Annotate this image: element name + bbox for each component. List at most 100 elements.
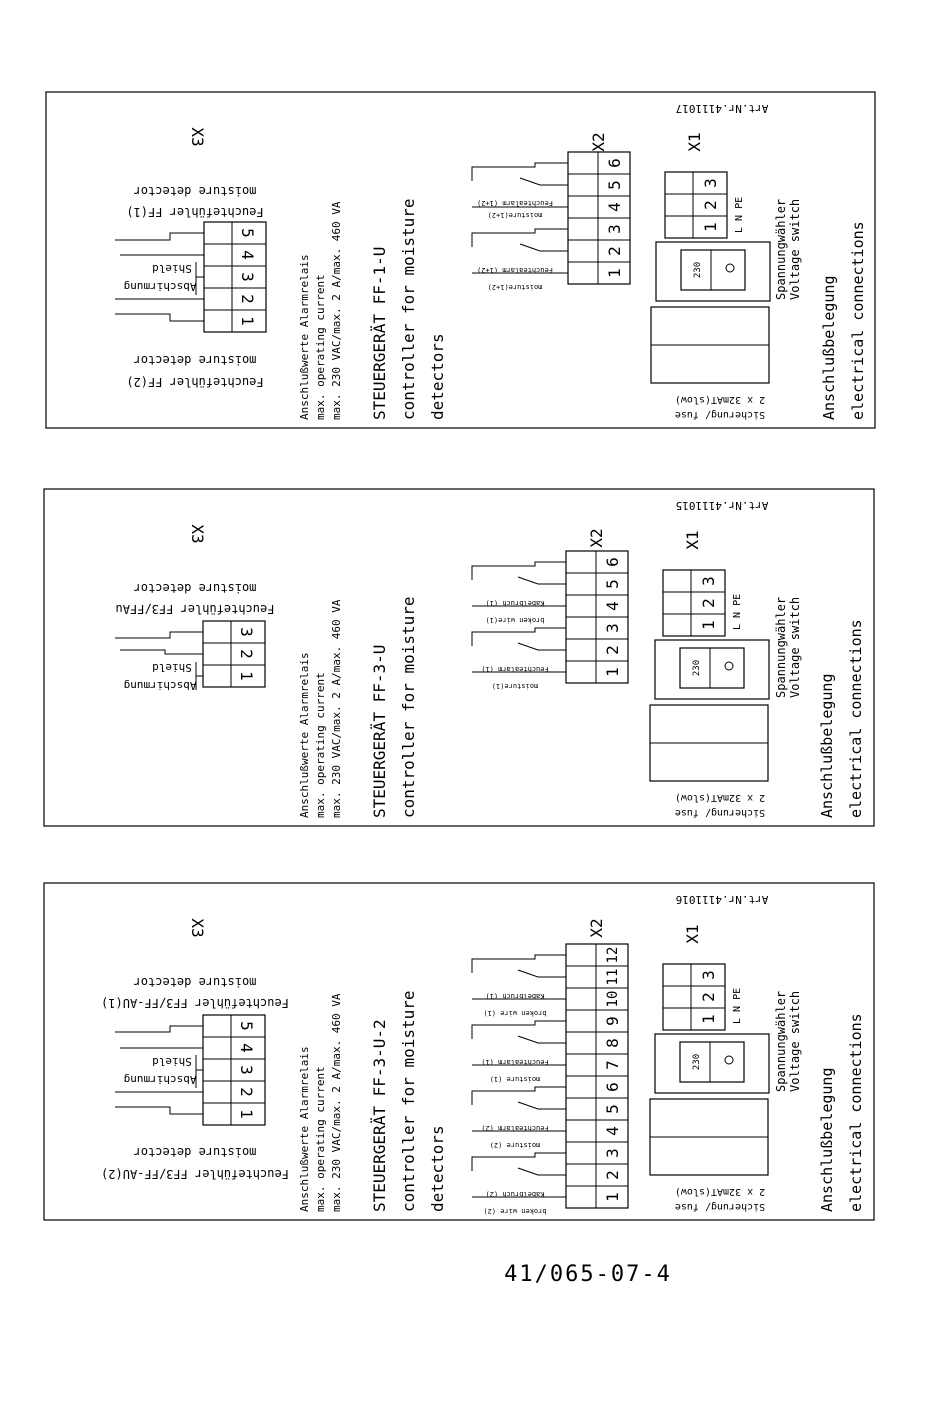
fuse-label-2: 2 x 32mAT(slow): [675, 1186, 765, 1197]
article-number: Art.Nr.4111017: [676, 102, 769, 115]
x1-phase-labels: L N PE: [732, 988, 743, 1024]
x1-pin: 2: [699, 598, 718, 608]
switch-label-en: Voltage switch: [788, 199, 802, 300]
model-subtitle-2: detectors: [428, 1125, 447, 1212]
shield-label-de: Abschirmung: [124, 280, 197, 293]
switch-knob-icon: [724, 661, 734, 671]
x3-pin: 3: [237, 1065, 256, 1075]
connections-title-de: Anschlußbelegung: [820, 276, 838, 421]
rating-line-3: max. 230 VAC/max. 2 A/max. 460 VA: [330, 599, 343, 818]
rating-line-1: Anschlußwerte Alarmrelais: [298, 254, 311, 420]
detector-2-sublabel: moisture detector: [134, 1145, 257, 1159]
x3-terminal-block: 3 2 1: [115, 620, 266, 690]
x1-phase-labels: L N PE: [734, 197, 745, 233]
connections-title-de: Anschlußbelegung: [818, 1068, 836, 1213]
x2-pin: 4: [603, 1126, 622, 1136]
model-subtitle-1: controller for moisture: [399, 596, 418, 818]
connections-title-en: electrical connections: [847, 619, 865, 818]
voltage-switch: 230: [654, 1033, 770, 1094]
x2-signal: moisture (1): [490, 1075, 541, 1083]
x3-pin: 5: [237, 1021, 256, 1031]
detector-1-sublabel: moisture detector: [134, 581, 257, 595]
x2-signal: moisture (2): [490, 1141, 541, 1149]
rating-line-3: max. 230 VAC/max. 2 A/max. 460 VA: [330, 993, 343, 1212]
model-title: STEUERGERÄT FF-3-U-2: [370, 1019, 389, 1212]
x2-pin: 3: [605, 224, 624, 234]
x2-pin: 10: [605, 991, 621, 1008]
x2-signal: Feuchtealarm (1+2): [477, 199, 553, 207]
x1-pin: 3: [699, 970, 718, 980]
switch-label-de: Spannungwähler: [774, 199, 788, 300]
x3-label: X3: [188, 524, 207, 543]
panel-ff-1-u: Feuchtefühler FF(1) moisture detector Fe…: [45, 91, 876, 429]
x2-signal: Kabelbruch (1): [485, 599, 544, 607]
shield-label-de: Abschirmung: [124, 1073, 197, 1086]
x2-signal: moisture(1+2): [488, 283, 543, 291]
x2-signal: broken wire (2): [483, 1207, 546, 1215]
panel-ff-3-u: Feuchtefühler FF3/FFAu moisture detector…: [43, 488, 875, 827]
x2-pin: 4: [605, 202, 624, 212]
detector-2-label: Feuchtefühler FF(2): [126, 375, 263, 389]
model-title: STEUERGERÄT FF-1-U: [370, 247, 389, 420]
x2-pin: 2: [603, 1170, 622, 1180]
detector-2-sublabel: moisture detector: [134, 353, 257, 367]
x2-pin: 5: [603, 579, 622, 589]
x3-terminal-block: 5 4 3 2 1: [115, 1014, 266, 1126]
shield-label-en: Shield: [152, 661, 192, 674]
x1-pin: 1: [699, 1014, 718, 1024]
x3-pin: 1: [238, 316, 257, 326]
x3-pin: 5: [238, 228, 257, 238]
x2-signal: Feuchtealarm (2): [481, 1124, 548, 1132]
switch-label-en: Voltage switch: [788, 991, 802, 1092]
switch-knob-icon: [725, 263, 735, 273]
x1-label: X1: [683, 924, 702, 943]
rating-line-1: Anschlußwerte Alarmrelais: [298, 1046, 311, 1212]
rating-line-3: max. 230 VAC/max. 2 A/max. 460 VA: [330, 201, 343, 420]
x3-label: X3: [188, 918, 207, 937]
x2-pin: 4: [603, 601, 622, 611]
x2-pin: 6: [603, 1082, 622, 1092]
x2-signal: Feuchtealarm (1+2): [477, 266, 553, 274]
shield-label-de: Abschirmung: [124, 679, 197, 692]
x2-signal: moisture(1+2): [488, 211, 543, 219]
voltage-switch: 230: [655, 241, 771, 302]
x1-pin: 3: [699, 576, 718, 586]
panel-ff-3-u-2: Feuchtefühler FF3/FF-AU(1) moisture dete…: [43, 882, 875, 1221]
x1-label: X1: [685, 132, 704, 151]
x2-pin: 12: [605, 947, 621, 964]
x2-signal: moisture(1): [492, 682, 538, 690]
x2-signal: Kabelbruch (1): [485, 992, 544, 1000]
rating-line-2: max. operating current: [314, 1066, 327, 1212]
x3-pin: 4: [238, 250, 257, 260]
x2-pin: 5: [605, 180, 624, 190]
detector-2-label: Feuchtefühler FF3/FF-AU(2): [101, 1167, 289, 1181]
x2-signal: Feuchtealarm (1): [481, 665, 548, 673]
x3-pin: 2: [238, 294, 257, 304]
model-subtitle-1: controller for moisture: [399, 198, 418, 420]
voltage-value: 230: [693, 262, 703, 278]
switch-knob-icon: [724, 1055, 734, 1065]
fuse-block: [649, 1098, 769, 1176]
x1-phase-labels: L N PE: [732, 594, 743, 630]
shield-label-en: Shield: [152, 1055, 192, 1068]
detector-1-sublabel: moisture detector: [134, 184, 257, 198]
x2-signal: broken wire(1): [485, 616, 544, 624]
x2-pin: 6: [605, 158, 624, 168]
x2-pin: 1: [603, 667, 622, 677]
article-number: Art.Nr.4111015: [676, 499, 769, 512]
x3-pin: 3: [237, 627, 256, 637]
x3-pin: 2: [237, 1087, 256, 1097]
model-title: STEUERGERÄT FF-3-U: [370, 645, 389, 818]
rating-line-1: Anschlußwerte Alarmrelais: [298, 652, 311, 818]
fuse-label-1: Sicherung/ fuse: [675, 1201, 765, 1212]
fuse-label-2: 2 x 32mAT(slow): [675, 394, 765, 405]
switch-label-de: Spannungwähler: [774, 991, 788, 1092]
x1-pin: 2: [701, 200, 720, 210]
x1-pin: 1: [699, 620, 718, 630]
voltage-value: 230: [692, 660, 702, 676]
x2-signal: Feuchtealarm (1): [481, 1058, 548, 1066]
switch-label-de: Spannungwähler: [774, 597, 788, 698]
fuse-block: [650, 306, 770, 384]
